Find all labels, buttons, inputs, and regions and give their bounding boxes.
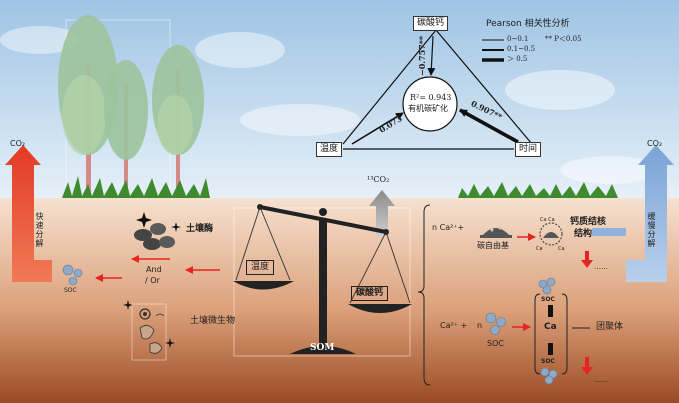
and-label: And xyxy=(146,265,162,274)
soc-dots-right xyxy=(485,312,506,335)
temperature-weight: 温度 xyxy=(246,260,275,275)
grass-right xyxy=(458,182,618,198)
soc-bottom-label: SOC xyxy=(541,358,555,365)
caco3-weight: 碳酸钙 xyxy=(351,286,389,301)
ca-center-label: Ca xyxy=(544,322,557,332)
or-label: / Or xyxy=(145,276,160,285)
slow-decomposition-arrow xyxy=(626,145,674,282)
soil-microbe-label: 土壤微生物 xyxy=(190,316,236,326)
legend-row-3: ＞ 0.5 xyxy=(507,55,528,63)
som-label: SOM xyxy=(310,343,335,353)
down-arrow-1 xyxy=(585,251,589,260)
microbe-glyph xyxy=(123,300,175,361)
soc-dots-left xyxy=(62,264,83,286)
svg-text:Ca: Ca xyxy=(558,246,565,252)
co2-right: CO₂ xyxy=(647,139,663,148)
center-node xyxy=(402,76,458,132)
legend-row-1: 0~0.1 xyxy=(507,35,529,43)
legend-row-2: 0.1~0.5 xyxy=(507,45,536,53)
correlation-triangle xyxy=(342,29,533,150)
carbon-radical-label: 碳自由基 xyxy=(477,241,509,250)
legend-note: ** P＜0.05 xyxy=(545,35,582,43)
aggregate-glyph xyxy=(534,277,568,385)
ellipsis-2: …… xyxy=(594,376,608,384)
down-arrow-2-head xyxy=(581,367,593,375)
edge-top: −0.757** xyxy=(417,35,427,76)
calcium-nucleus-label-2: 结构 xyxy=(574,229,593,239)
soc-top-label: SOC xyxy=(541,296,555,303)
svg-text:Ca Ca: Ca Ca xyxy=(540,217,555,223)
calcium-nucleus-label-1: 钙质结核 xyxy=(570,217,607,227)
soil-enzyme-label: 土壤酶 xyxy=(186,224,214,234)
balance-scale xyxy=(233,204,412,354)
isotope-co2-arrow xyxy=(369,190,395,236)
down-arrow-2 xyxy=(585,357,589,367)
slow-decomposition-label: 缓慢分解 xyxy=(647,212,656,248)
link-bar xyxy=(592,228,626,236)
legend-lines xyxy=(482,39,504,62)
trees xyxy=(58,15,204,195)
center-frame xyxy=(233,207,411,357)
isotope-co2-label: ¹³CO₂ xyxy=(367,175,390,184)
soc-right: SOC xyxy=(487,339,504,348)
right-bracket xyxy=(417,204,431,386)
n-label: n xyxy=(477,321,483,330)
co2-left: CO₂ xyxy=(10,139,26,148)
ca-label: Ca²⁺ + xyxy=(440,321,468,330)
carbon-radical-glyph xyxy=(480,226,512,238)
calcium-nucleus-glyph: Ca Ca Ca Ca xyxy=(536,217,565,252)
node-caco3: 碳酸钙 xyxy=(413,16,449,31)
soc-left: SOC xyxy=(64,287,77,294)
soil-enzyme-glyph xyxy=(134,212,181,250)
node-time: 时间 xyxy=(515,142,542,157)
fast-decomposition-label: 快速分解 xyxy=(35,212,44,248)
node-temperature: 温度 xyxy=(316,142,343,157)
clouds xyxy=(0,26,660,184)
ellipsis-1: …… xyxy=(594,263,608,271)
r-squared: R²= 0.943 xyxy=(410,93,452,102)
nca-label: n Ca²⁺+ xyxy=(432,223,465,232)
soil xyxy=(0,198,679,403)
grass-left xyxy=(62,176,210,198)
aggregate-label: 团聚体 xyxy=(596,322,624,332)
fast-decomposition-arrow xyxy=(5,145,52,282)
down-arrow-1-head xyxy=(581,260,593,268)
svg-text:Ca: Ca xyxy=(536,246,543,252)
center-label: 有机碳矿化 xyxy=(408,104,448,113)
legend-title: Pearson 相关性分析 xyxy=(486,19,570,29)
